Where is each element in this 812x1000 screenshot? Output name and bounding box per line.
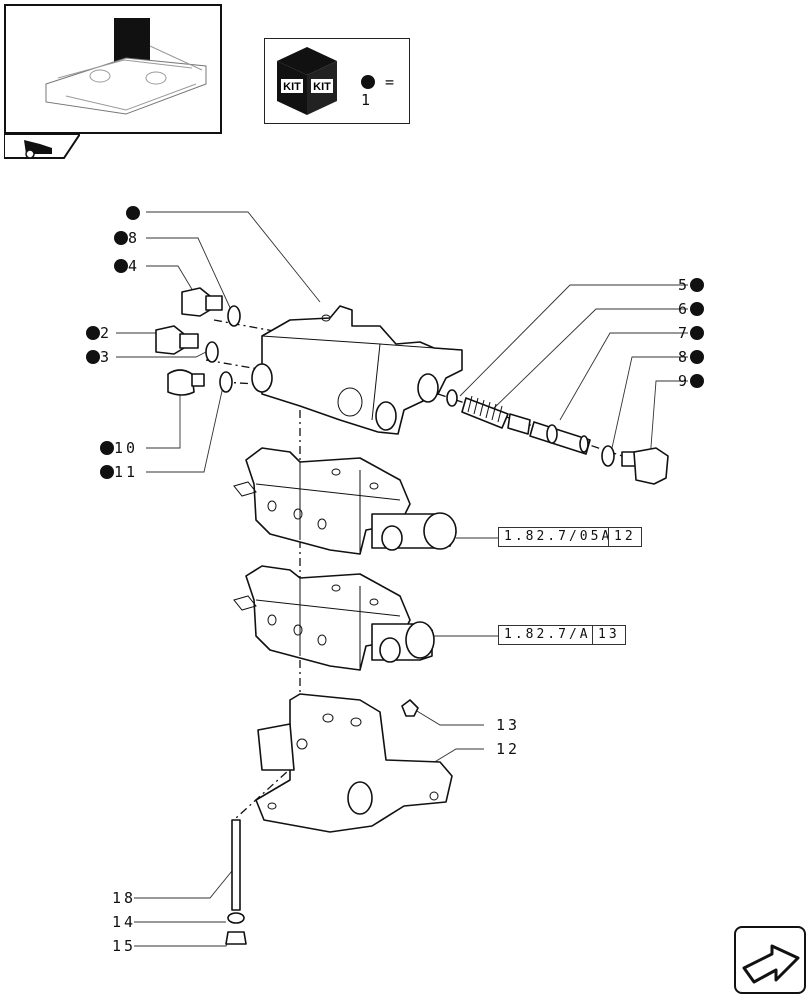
- stud-18: [231, 819, 241, 911]
- tractor-tab[interactable]: [3, 133, 82, 160]
- callout-4: 4: [114, 258, 140, 274]
- plug-9: [633, 447, 669, 485]
- screw-13: [401, 699, 419, 717]
- control-valve-2: [233, 565, 435, 671]
- next-page-button[interactable]: [734, 926, 806, 994]
- callout-10: 10: [100, 440, 138, 456]
- right-fittings: [446, 389, 669, 485]
- assembly-thumbnail: [4, 4, 222, 134]
- callout-15: 15: [112, 937, 137, 955]
- kit-dot-icon: [690, 350, 705, 364]
- kit-dot-icon: [126, 206, 140, 220]
- kit-dot-icon: [86, 326, 100, 340]
- kit-dot-icon: [361, 75, 375, 89]
- spool-7: [529, 421, 591, 455]
- callout-8-right: 8: [678, 349, 705, 365]
- kit-dot-icon: [86, 350, 100, 364]
- kit-legend: KIT KIT = 1: [264, 38, 410, 124]
- next-page-arrow-icon: [742, 944, 800, 984]
- spring-6: [461, 397, 509, 429]
- callout-13: 13: [496, 716, 521, 734]
- kit-equation: = 1: [361, 73, 409, 109]
- callout-11: 11: [100, 464, 138, 480]
- leader-lines: [116, 211, 688, 947]
- washer-3: [205, 341, 219, 363]
- ref-item-12: 12: [608, 527, 642, 547]
- spool-7a: [507, 413, 531, 435]
- ref-link-1-82-7-a[interactable]: 1.82.7/A: [498, 625, 597, 645]
- ref-link-1-82-7-05a[interactable]: 1.82.7/05A: [498, 527, 619, 547]
- plug-10-thread: [191, 373, 205, 387]
- callout-7: 7: [678, 325, 705, 341]
- plug-2-thread: [179, 333, 199, 349]
- callout-8-left: 8: [114, 230, 140, 246]
- washer-14: [227, 912, 245, 924]
- nut-15: [225, 931, 247, 945]
- callout-5: 5: [678, 277, 705, 293]
- callout-14: 14: [112, 913, 137, 931]
- tractor-lift-thumbnail-icon: [45, 18, 207, 115]
- callout-9: 9: [678, 373, 705, 389]
- tractor-icon: [3, 133, 82, 159]
- callout-18: 18: [112, 889, 137, 907]
- kit-box-icon: KIT KIT: [277, 47, 337, 115]
- callout-3: 3: [86, 349, 112, 365]
- washer-8-right: [601, 445, 615, 467]
- kit-label-right: KIT: [313, 81, 331, 93]
- washer-5: [446, 389, 458, 407]
- left-fittings: [155, 287, 241, 396]
- kit-dot-icon: [114, 231, 128, 245]
- base-housing: [225, 693, 453, 945]
- plug-10: [167, 369, 195, 396]
- control-valve-1: [233, 447, 457, 555]
- kit-equals-text: = 1: [361, 73, 396, 109]
- callout-12: 12: [496, 740, 521, 758]
- ref-item-13: 13: [592, 625, 626, 645]
- plug-4-thread: [205, 295, 223, 311]
- kit-dot-icon: [100, 465, 114, 479]
- kit-dot-icon: [114, 259, 128, 273]
- callout-2: 2: [86, 325, 112, 341]
- kit-dot-icon: [690, 374, 705, 388]
- kit-label-left: KIT: [283, 81, 301, 93]
- valve-body-top: [251, 305, 463, 435]
- kit-dot-icon: [690, 278, 705, 292]
- kit-dot-icon: [690, 326, 705, 340]
- kit-dot-icon: [100, 441, 114, 455]
- callout-6: 6: [678, 301, 705, 317]
- kit-dot-icon: [690, 302, 705, 316]
- washer-8: [227, 305, 241, 327]
- callout-kit-top: [126, 205, 140, 221]
- washer-11: [219, 371, 233, 393]
